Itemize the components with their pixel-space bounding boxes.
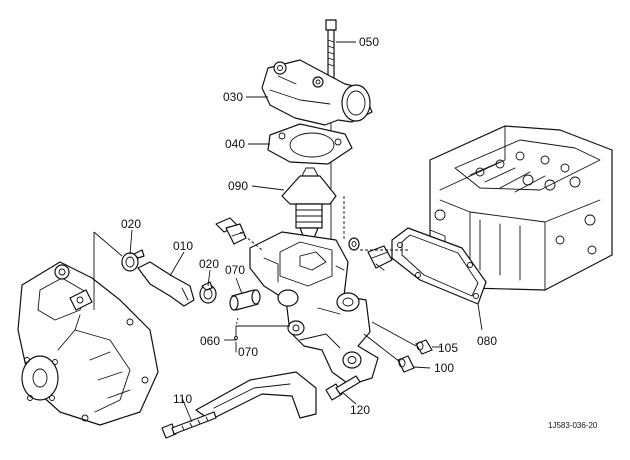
belt-bracket [195,371,317,421]
part-040-gasket [267,123,353,165]
callout-040: 040 [225,137,245,151]
drawing-reference: 1J583-036-20 [548,421,598,430]
callout-080: 080 [477,334,497,348]
part-110-bolt [161,411,217,439]
callout-020-b: 020 [199,257,219,271]
part-100-plug [397,355,415,373]
assembly-lines [93,196,417,363]
callout-050: 050 [359,35,379,49]
part-030-thermostat-cover [261,59,373,126]
callout-110: 110 [173,392,192,406]
part-060-thermostat-housing [249,231,379,386]
leader-lines [129,41,483,423]
part-080-gasket [391,227,487,305]
callout-070-b: 070 [238,345,258,359]
part-120-bolt [325,375,361,401]
water-pump [17,261,159,426]
part-020-clamp-b [199,281,217,304]
callout-100: 100 [434,361,454,375]
part-090-thermostat [281,167,337,239]
callout-020-a: 020 [121,217,141,231]
part-105-plug [415,339,433,355]
cylinder-head [429,125,613,291]
callout-120: 120 [350,403,370,417]
callout-030: 030 [223,90,243,104]
sensor-left [215,217,247,245]
washer-small [348,237,360,251]
part-070-pipe-b [234,325,238,353]
part-010-hose [137,261,195,307]
callout-105: 105 [438,341,458,355]
callout-070-a: 070 [225,263,245,277]
callout-labels: 050 030 040 090 020 010 020 070 060 070 … [121,35,598,430]
callout-090: 090 [228,179,248,193]
callout-010: 010 [173,239,193,253]
part-070-pipe [229,289,261,311]
sensor-right [367,245,393,271]
callout-060: 060 [200,334,220,348]
